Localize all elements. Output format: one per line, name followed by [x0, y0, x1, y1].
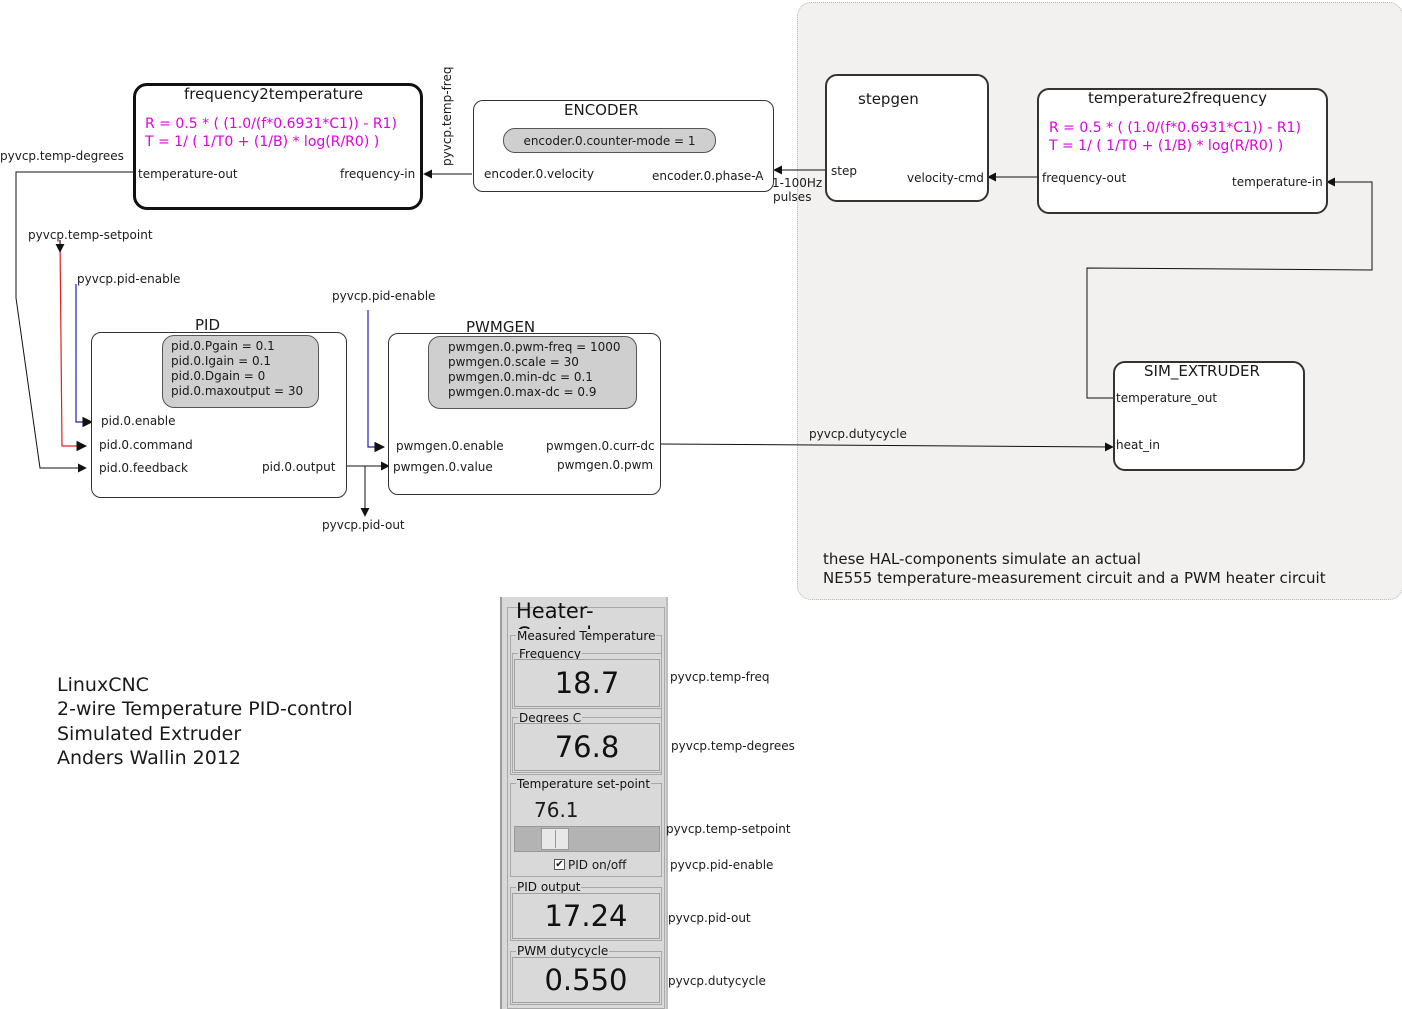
signal-pid-enable-b: pyvcp.pid-enable	[332, 289, 436, 303]
stepgen-title: stepgen	[858, 90, 919, 108]
setpoint-slider-thumb[interactable]	[541, 828, 569, 850]
pwm-value-box: 0.550	[512, 957, 660, 1003]
pwmgen-param-freq: pwmgen.0.pwm-freq = 1000	[448, 340, 621, 354]
frequency-label: Frequency	[518, 647, 582, 661]
wire-temp-setpoint	[59, 239, 88, 452]
pid-pin-output: pid.0.output	[262, 460, 336, 474]
panel-side-duty: pyvcp.dutycycle	[668, 974, 766, 988]
credits-line4: Anders Wallin 2012	[57, 747, 242, 769]
pid-output-group	[510, 887, 662, 941]
t2f-pin-temperature-in: temperature-in	[1232, 175, 1323, 189]
signal-temp-setpoint: pyvcp.temp-setpoint	[28, 228, 153, 242]
pwmgen-title: PWMGEN	[466, 318, 536, 336]
stepgen-pin-step: step	[831, 164, 857, 178]
panel-side-pidout: pyvcp.pid-out	[668, 911, 751, 925]
setpoint-value: 76.1	[534, 798, 579, 822]
sim-extruder-title: SIM_EXTRUDER	[1144, 362, 1260, 380]
t2f-formula-r: R = 0.5 * ( (1.0/(f*0.6931*C1)) - R1)	[1049, 120, 1301, 136]
pid-output-value: 17.24	[544, 899, 628, 933]
pwm-label: PWM dutycycle	[516, 944, 610, 958]
pid-toggle-checkbox[interactable]: ✔	[554, 859, 565, 870]
wire-temp-degrees	[15, 171, 134, 473]
degrees-value: 76.8	[554, 730, 620, 764]
wire-pid-enable-b	[367, 310, 386, 453]
panel-side-setpoint: pyvcp.temp-setpoint	[666, 822, 791, 836]
panel-side-enable: pyvcp.pid-enable	[670, 858, 774, 872]
heater-control-panel: Heater-Control Measured Temperature Freq…	[500, 597, 668, 1009]
signal-pid-enable-a: pyvcp.pid-enable	[77, 272, 181, 286]
wire-pid-enable-a	[75, 284, 94, 428]
f2t-pin-frequency-in: frequency-in	[340, 167, 416, 181]
pid-param-dgain: pid.0.Dgain = 0	[171, 369, 266, 383]
signal-pulses-line2: pulses	[773, 190, 812, 204]
panel-side-freq: pyvcp.temp-freq	[670, 670, 770, 684]
pid-pin-command: pid.0.command	[99, 438, 193, 452]
frequency-group	[512, 653, 662, 709]
credits-line1: LinuxCNC	[57, 674, 149, 696]
panel-side-degrees: pyvcp.temp-degrees	[671, 739, 795, 753]
encoder-param: encoder.0.counter-mode = 1	[503, 128, 716, 153]
wire-sim-temp	[1086, 177, 1373, 399]
stepgen-pin-velocity-cmd: velocity-cmd	[907, 171, 984, 185]
stepgen-block	[825, 74, 989, 202]
signal-temp-freq: pyvcp.temp-freq	[440, 66, 454, 166]
pid-title: PID	[195, 316, 221, 334]
pwmgen-pin-enable: pwmgen.0.enable	[396, 439, 504, 453]
sim-note-line2: NE555 temperature-measurement circuit an…	[823, 569, 1326, 587]
sim-note-line1: these HAL-components simulate an actual	[823, 550, 1141, 568]
frequency-value: 18.7	[554, 666, 620, 700]
frequency2temperature-block	[133, 83, 423, 210]
pid-param-maxoutput: pid.0.maxoutput = 30	[171, 384, 304, 398]
pid-output-label: PID output	[516, 880, 582, 894]
signal-pid-out: pyvcp.pid-out	[322, 518, 405, 532]
pid-pin-enable: pid.0.enable	[101, 414, 176, 428]
signal-dutycycle: pyvcp.dutycycle	[809, 427, 907, 441]
pwmgen-pin-value: pwmgen.0.value	[393, 460, 493, 474]
sim-pin-temperature-out: temperature_out	[1116, 391, 1218, 405]
t2f-formula-t: T = 1/ ( 1/T0 + (1/B) * log(R/R0) )	[1049, 138, 1284, 154]
credits-line2: 2-wire Temperature PID-control	[57, 698, 353, 720]
pid-pin-feedback: pid.0.feedback	[99, 461, 188, 475]
pwmgen-pin-curr-dc: pwmgen.0.curr-dc	[546, 439, 655, 453]
pwmgen-param-min-dc: pwmgen.0.min-dc = 0.1	[448, 370, 593, 384]
encoder-title: ENCODER	[564, 101, 639, 119]
pid-toggle-label[interactable]: PID on/off	[568, 858, 627, 872]
pid-params: pid.0.Pgain = 0.1 pid.0.Igain = 0.1 pid.…	[162, 335, 319, 408]
f2t-formula-r: R = 0.5 * ( (1.0/(f*0.6931*C1)) - R1)	[145, 116, 397, 132]
t2f-pin-frequency-out: frequency-out	[1042, 171, 1127, 185]
t2f-title: temperature2frequency	[1088, 89, 1268, 107]
pwm-value: 0.550	[544, 963, 628, 997]
pid-param-pgain: pid.0.Pgain = 0.1	[171, 339, 275, 353]
credits-line3: Simulated Extruder	[57, 723, 242, 745]
encoder-pin-phase-a: encoder.0.phase-A	[652, 169, 764, 183]
degrees-label: Degrees C	[518, 711, 583, 725]
pwmgen-param-scale: pwmgen.0.scale = 30	[448, 355, 579, 369]
f2t-pin-temperature-out: temperature-out	[138, 167, 238, 181]
pid-param-igain: pid.0.Igain = 0.1	[171, 354, 272, 368]
degrees-group	[512, 717, 662, 773]
setpoint-label: Temperature set-point	[516, 777, 652, 791]
f2t-title: frequency2temperature	[184, 85, 364, 103]
sim-extruder-block	[1113, 361, 1305, 471]
wire-dutycycle	[659, 442, 1114, 452]
temperature2frequency-block	[1037, 88, 1328, 214]
setpoint-slider[interactable]	[514, 826, 660, 852]
pwmgen-param-max-dc: pwmgen.0.max-dc = 0.9	[448, 385, 597, 399]
encoder-pin-velocity: encoder.0.velocity	[484, 167, 594, 181]
pid-output-value-box: 17.24	[512, 893, 660, 939]
pwmgen-params: pwmgen.0.pwm-freq = 1000 pwmgen.0.scale …	[428, 336, 637, 409]
sim-pin-heat-in: heat_in	[1116, 438, 1160, 452]
degrees-value-box: 76.8	[514, 723, 660, 771]
encoder-param-text: encoder.0.counter-mode = 1	[523, 134, 696, 148]
frequency-value-box: 18.7	[514, 659, 660, 707]
measured-temperature-label: Measured Temperature	[516, 629, 657, 643]
signal-pulses-line1: 1-100Hz	[772, 176, 823, 190]
signal-temp-degrees: pyvcp.temp-degrees	[0, 149, 124, 163]
f2t-formula-t: T = 1/ ( 1/T0 + (1/B) * log(R/R0) )	[145, 134, 380, 150]
pwmgen-pin-pwm: pwmgen.0.pwm	[557, 458, 654, 472]
